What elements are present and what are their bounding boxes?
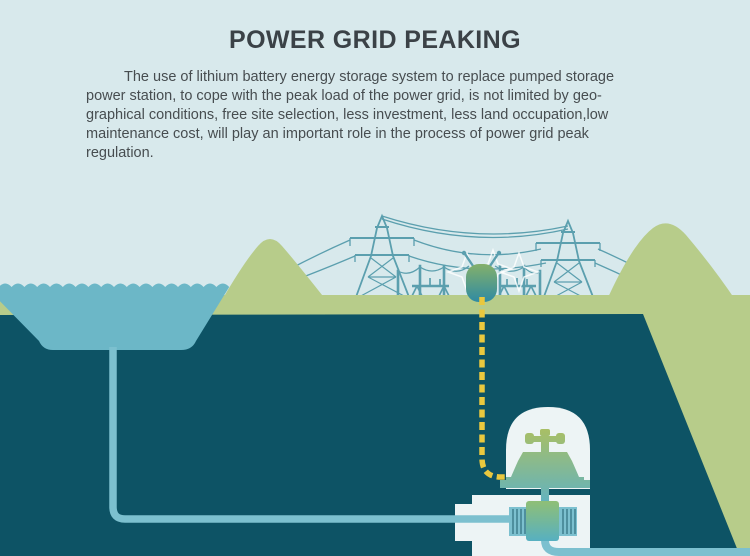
valve-cap	[540, 429, 550, 436]
transformer	[461, 250, 502, 302]
generator	[500, 429, 590, 506]
description-paragraph: The use of lithium battery energy storag…	[86, 68, 664, 163]
turbine-rib-right	[559, 507, 577, 536]
pumped-storage-illustration	[0, 213, 750, 556]
description-line: power station, to cope with the peak loa…	[86, 88, 602, 104]
generator-base	[506, 477, 584, 488]
penstock-pipe	[109, 347, 512, 523]
upper-reservoir-water	[0, 283, 230, 350]
description-line: regulation.	[86, 145, 154, 161]
generator-base-tab-left	[500, 480, 506, 488]
page-title: POWER GRID PEAKING	[229, 26, 521, 54]
generator-body	[511, 452, 579, 477]
right-mountain	[606, 223, 750, 556]
description-line: graphical conditions, free site selectio…	[86, 107, 609, 123]
turbine	[509, 501, 577, 541]
power-cable	[479, 297, 507, 480]
turbine-rib-left	[509, 507, 526, 536]
generator-shaft	[541, 488, 549, 506]
pylon-left-icon	[349, 213, 415, 298]
turbine-housing	[526, 501, 559, 541]
description-line: The use of lithium battery energy storag…	[124, 69, 615, 85]
generator-base-tab-right	[584, 480, 590, 488]
pylon-right-icon	[535, 218, 601, 303]
valve-stem	[541, 442, 549, 454]
middle-mountain	[222, 239, 326, 300]
description-line: maintenance cost, will play an important…	[86, 126, 589, 142]
disconnect-switch-left	[410, 278, 451, 299]
valve-bar	[530, 436, 560, 442]
